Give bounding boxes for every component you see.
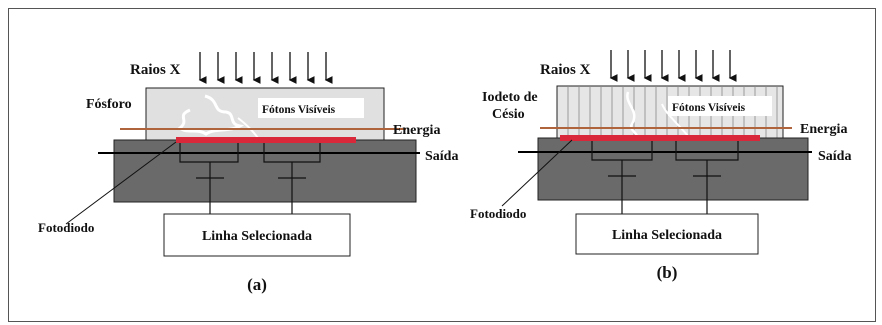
photodiode-label-b: Fotodiodo	[470, 206, 526, 221]
photodiode-strip-a	[176, 137, 356, 143]
output-label-b: Saída	[818, 149, 851, 164]
csi-label-line1-b: Iodeto de	[482, 90, 538, 105]
photons-label-a: Fótons Visíveis	[262, 104, 336, 116]
caption-b: (b)	[657, 263, 678, 282]
row-select-box-a	[163, 213, 351, 257]
xray-label-b: Raios X	[540, 62, 591, 78]
energy-label-b: Energia	[800, 122, 847, 137]
xray-arrows-b	[609, 50, 737, 82]
photodiode-label-a: Fotodiodo	[38, 220, 94, 235]
tft-circuit-b	[591, 141, 739, 214]
xray-label-a: Raios X	[130, 62, 181, 78]
output-label-a: Saída	[425, 149, 458, 164]
row-select-box-b	[575, 213, 759, 255]
row-select-label-b: Linha Selecionada	[612, 228, 722, 243]
panel-a: Raios X Fótons Visíveis Fósforo Energia …	[38, 52, 458, 294]
panel-b: Raios X Fótons Visíveis Iodeto de Césio …	[470, 50, 851, 282]
csi-label-line2-b: Césio	[492, 107, 525, 122]
substrate-b	[537, 137, 809, 201]
tft-circuit-a	[179, 143, 321, 214]
row-select-label-a: Linha Selecionada	[202, 229, 312, 244]
photons-label-b: Fótons Visíveis	[672, 102, 746, 114]
phosphor-label-a: Fósforo	[86, 97, 132, 112]
energy-label-a: Energia	[393, 123, 440, 138]
light-channel-b	[626, 91, 639, 139]
photodiode-strip-b	[560, 135, 760, 141]
xray-arrows-a	[198, 52, 333, 84]
substrate-a	[113, 139, 417, 203]
caption-a: (a)	[247, 275, 267, 294]
